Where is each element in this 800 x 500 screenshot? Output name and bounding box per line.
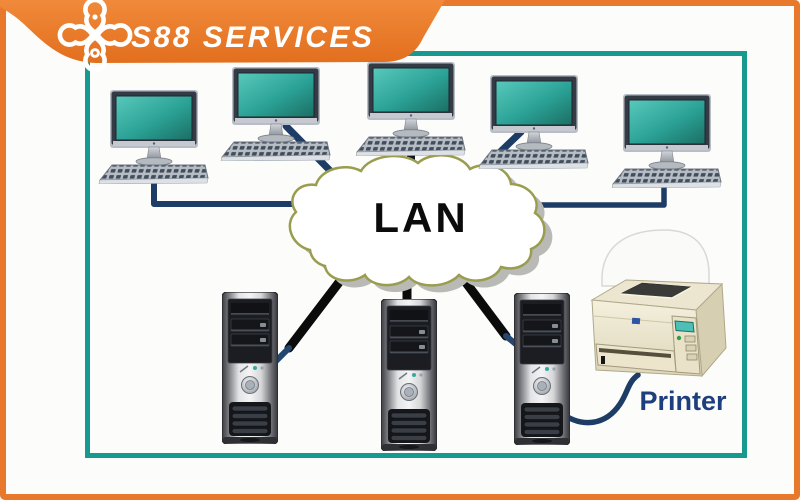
clover-icon: [57, 0, 133, 73]
cable-server-3-to-printer: [557, 372, 641, 426]
server-2: [381, 299, 437, 451]
lan-cloud: LAN: [288, 154, 553, 293]
server-3: [514, 293, 570, 445]
cable-computer-1-to-lan: [151, 173, 323, 207]
printer-button-1: [684, 335, 696, 343]
servers-group: [222, 292, 570, 451]
printer-button-3: [686, 353, 698, 361]
printer-lcd: [674, 320, 695, 333]
cloud-shape: [288, 154, 546, 287]
printer-tray-latch: [601, 356, 605, 364]
printer-logo-badge: [631, 317, 641, 325]
computer-4: [478, 75, 589, 169]
diagram-border: [85, 51, 747, 458]
banner-shape: [0, 0, 445, 63]
printer-button-2: [685, 344, 697, 352]
computer-5: [611, 94, 722, 188]
computer-3: [355, 62, 466, 156]
computer-2: [220, 67, 331, 161]
printer-label: Printer: [639, 386, 727, 416]
brand-name: S88 SERVICES: [131, 21, 374, 54]
printer-dust-cover: [601, 229, 710, 287]
computer-1: [98, 90, 209, 184]
server-1: [222, 292, 278, 444]
printer-paper-slot: [599, 348, 671, 358]
printer-power-led: [676, 335, 682, 341]
printer-tray-rim: [619, 286, 693, 299]
brand-banner: S88 SERVICES: [0, 0, 445, 73]
lan-label: LAN: [373, 194, 468, 241]
printer: [590, 229, 727, 378]
cable-computer-5-to-lan: [525, 179, 667, 208]
